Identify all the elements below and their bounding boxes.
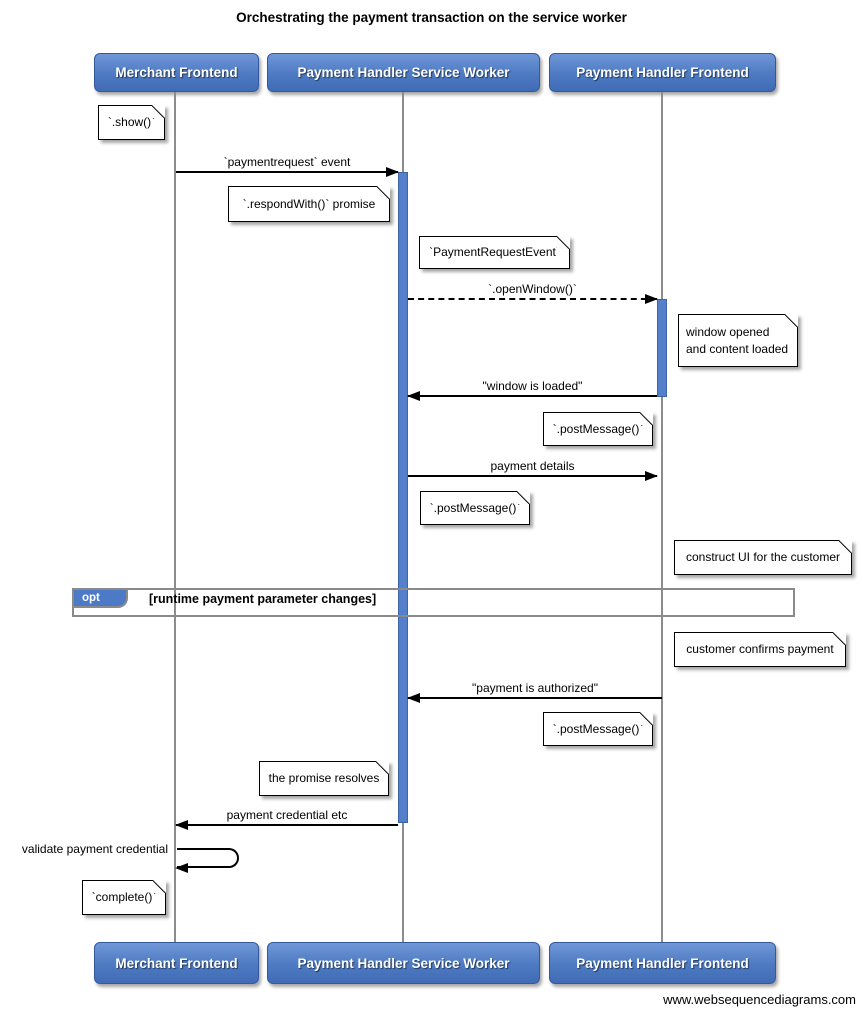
note-text: `.respondWith()` promise — [242, 196, 376, 211]
note-promise-resolves: the promise resolves — [259, 761, 389, 796]
arrowhead-right-icon — [645, 294, 658, 304]
message-label: `.openWindow()` — [488, 282, 577, 296]
actor-payment-handler-frontend-bottom: Payment Handler Frontend — [549, 942, 776, 984]
message-paymentrequest-event: `paymentrequest` event — [176, 153, 399, 177]
note-complete: `complete()` — [82, 880, 166, 915]
arrowhead-left-icon — [407, 391, 420, 401]
note-fold-icon — [785, 314, 798, 327]
message-open-window: `.openWindow()` — [408, 280, 658, 304]
note-fold-icon — [640, 412, 653, 425]
opt-frame: opt [runtime payment parameter changes] — [72, 588, 795, 617]
message-label: `paymentrequest` event — [223, 155, 351, 169]
note-window-opened: window opened and content loaded — [678, 314, 798, 367]
actor-label: Merchant Frontend — [115, 955, 238, 971]
actor-label: Payment Handler Frontend — [576, 65, 749, 80]
message-label: "payment is authorized" — [472, 681, 598, 695]
activation-service-worker — [398, 172, 408, 823]
message-payment-credential-etc: payment credential etc — [175, 806, 398, 830]
note-fold-icon — [517, 491, 530, 504]
note-fold-icon — [376, 761, 389, 774]
message-line — [408, 697, 662, 699]
actor-merchant-frontend-bottom: Merchant Frontend — [94, 942, 259, 984]
message-payment-is-authorized: "payment is authorized" — [407, 679, 662, 703]
actor-merchant-frontend-top: Merchant Frontend — [94, 53, 259, 92]
lifeline-payment-handler-frontend — [661, 92, 663, 942]
note-text: window opened and content loaded — [686, 325, 789, 356]
opt-frame-tab: opt — [74, 590, 128, 608]
note-post-message-3: `.postMessage()` — [543, 712, 653, 746]
message-line — [408, 395, 657, 397]
note-fold-icon — [152, 105, 165, 118]
message-line-dashed — [408, 298, 657, 300]
note-text: `.postMessage()` — [552, 721, 644, 736]
note-text: `.postMessage()` — [552, 421, 644, 436]
note-post-message-1: `.postMessage()` — [543, 412, 653, 446]
note-post-message-2: `.postMessage()` — [420, 491, 530, 525]
note-fold-icon — [839, 540, 852, 553]
note-customer-confirms: customer confirms payment — [674, 632, 846, 667]
note-text: `PaymentRequestEvent` — [429, 245, 560, 260]
note-text: `complete()` — [91, 890, 157, 905]
diagram-title: Orchestrating the payment transaction on… — [236, 10, 627, 25]
arrowhead-left-icon — [175, 863, 188, 873]
self-message-validate-credential — [175, 848, 239, 873]
arrowhead-left-icon — [175, 820, 188, 830]
message-line — [176, 824, 398, 826]
note-fold-icon — [640, 712, 653, 725]
opt-frame-label: opt — [82, 592, 100, 604]
note-fold-icon — [377, 186, 390, 199]
note-text: customer confirms payment — [686, 642, 834, 657]
note-text: `.show()` — [107, 115, 156, 130]
note-show: `.show()` — [98, 105, 165, 140]
message-line — [408, 475, 657, 477]
message-label: payment details — [490, 459, 575, 473]
arrowhead-right-icon — [645, 471, 658, 481]
self-message-label: validate payment credential — [21, 842, 168, 856]
message-window-is-loaded: "window is loaded" — [407, 377, 657, 401]
arrowhead-left-icon — [407, 693, 420, 703]
actor-payment-handler-frontend-top: Payment Handler Frontend — [549, 53, 776, 92]
note-payment-request-event: `PaymentRequestEvent` — [419, 236, 570, 269]
actor-label: Merchant Frontend — [115, 65, 238, 80]
note-text: the promise resolves — [268, 771, 380, 786]
note-fold-icon — [557, 236, 570, 249]
note-construct-ui: construct UI for the customer — [674, 540, 852, 575]
actor-label: Payment Handler Service Worker — [297, 65, 510, 80]
note-fold-icon — [153, 880, 166, 893]
actor-label: Payment Handler Frontend — [576, 955, 749, 971]
lifeline-merchant-frontend — [174, 92, 176, 942]
watermark-websequencediagrams: www.websequencediagrams.com — [663, 992, 856, 1007]
actor-label: Payment Handler Service Worker — [297, 955, 510, 971]
actor-service-worker-bottom: Payment Handler Service Worker — [267, 942, 540, 984]
activation-payment-handler-frontend — [657, 299, 667, 397]
actor-service-worker-top: Payment Handler Service Worker — [267, 53, 540, 92]
note-fold-icon — [833, 632, 846, 645]
opt-frame-condition: [runtime payment parameter changes] — [149, 592, 377, 606]
note-respond-with-promise: `.respondWith()` promise — [228, 186, 390, 222]
message-payment-details: payment details — [408, 457, 658, 481]
message-line — [176, 171, 398, 173]
note-text: `.postMessage()` — [429, 500, 521, 515]
message-label: "window is loaded" — [482, 379, 583, 393]
arrowhead-right-icon — [386, 167, 399, 177]
note-text: construct UI for the customer — [685, 550, 841, 565]
message-label: payment credential etc — [226, 808, 348, 822]
